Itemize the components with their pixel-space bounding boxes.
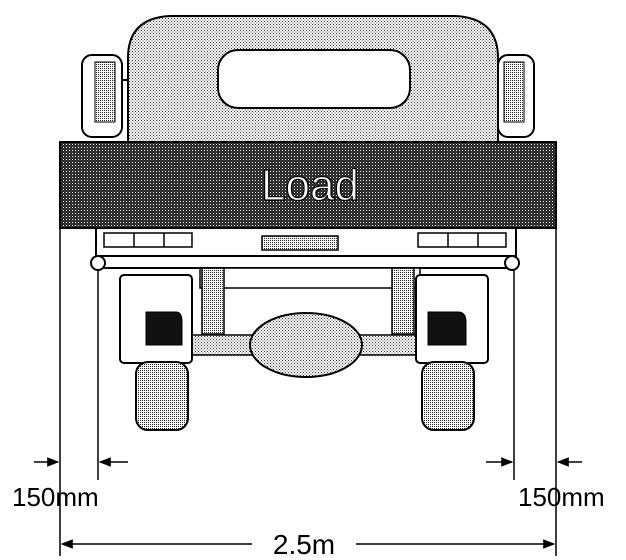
left-spring-hanger xyxy=(201,267,225,335)
right-spring-hanger xyxy=(391,267,415,335)
right-tail-light xyxy=(417,232,507,248)
cab xyxy=(127,15,499,143)
right-mudflap xyxy=(415,274,489,364)
left-marker-lamp xyxy=(90,255,106,271)
tray-rear xyxy=(90,227,520,271)
left-overhang-label: 150mm xyxy=(12,482,99,512)
right-rear-tyre xyxy=(421,361,475,431)
left-mudflap xyxy=(119,274,193,364)
right-marker-lamp xyxy=(504,255,520,271)
load-label: Load xyxy=(261,161,359,210)
differential xyxy=(249,312,363,378)
right-mirror xyxy=(497,54,535,138)
left-mirror xyxy=(81,54,128,138)
left-tail-light xyxy=(103,232,193,248)
load-block: Load xyxy=(59,141,557,229)
rear-window xyxy=(217,49,411,109)
total-width-label: 2.5m xyxy=(273,529,335,560)
right-overhang-label: 150mm xyxy=(518,482,605,512)
number-plate xyxy=(261,235,339,251)
left-rear-tyre xyxy=(135,361,189,431)
extension-lines xyxy=(59,228,557,556)
